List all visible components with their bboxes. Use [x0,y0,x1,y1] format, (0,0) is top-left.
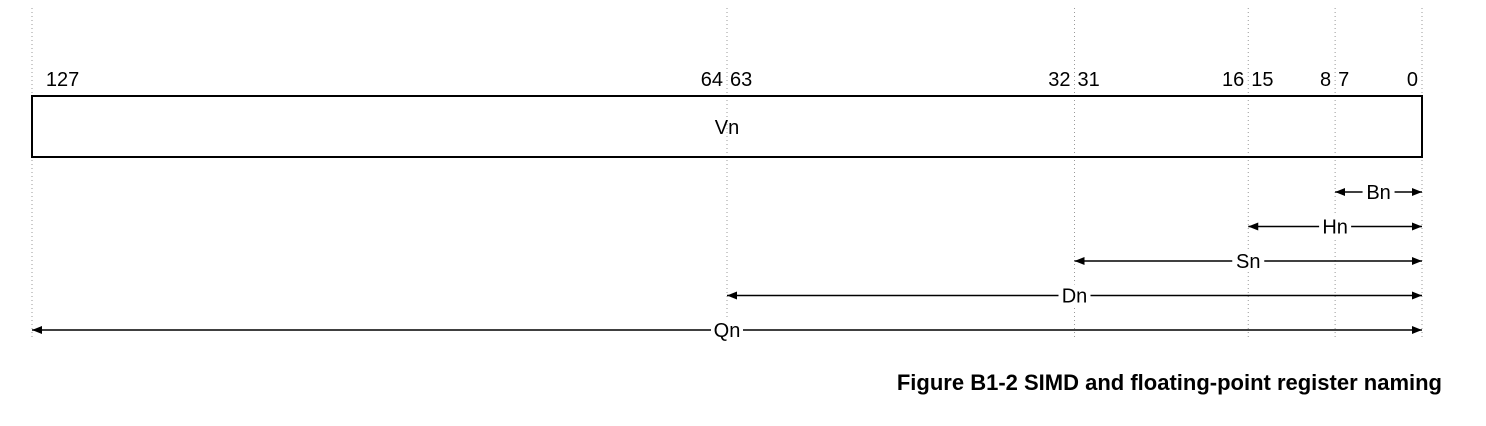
bit-label: 64 [701,69,723,91]
view-sn: Sn [1074,250,1422,273]
view-label: Qn [714,320,741,342]
view-label: Bn [1366,182,1390,204]
view-label: Hn [1322,217,1348,239]
figure-caption: Figure B1-2 SIMD and floating-point regi… [896,370,1442,395]
register-box [31,95,1423,158]
view-label-backdrop [1232,250,1265,272]
bit-label: 0 [1407,69,1418,91]
view-qn: Qn [32,319,1422,342]
view-label-backdrop [1362,181,1395,203]
view-label-backdrop [1319,215,1352,238]
view-label-backdrop [1058,284,1091,307]
register-name-label: Vn [715,117,739,139]
bit-label: 7 [1338,69,1349,91]
view-bn: Bn [1335,181,1422,204]
view-label-backdrop [711,319,743,341]
bit-label: 8 [1320,69,1331,91]
bit-label: 16 [1222,69,1244,91]
view-hn: Hn [1248,215,1422,239]
view-dn: Dn [727,284,1422,308]
guide-lines [31,8,1423,340]
bit-label: 31 [1078,69,1100,91]
bit-label: 127 [46,69,79,91]
bit-label: 63 [730,69,752,91]
bit-label: 15 [1251,69,1273,91]
view-label: Dn [1062,286,1088,308]
view-label: Sn [1236,251,1260,273]
bit-label: 32 [1048,69,1070,91]
